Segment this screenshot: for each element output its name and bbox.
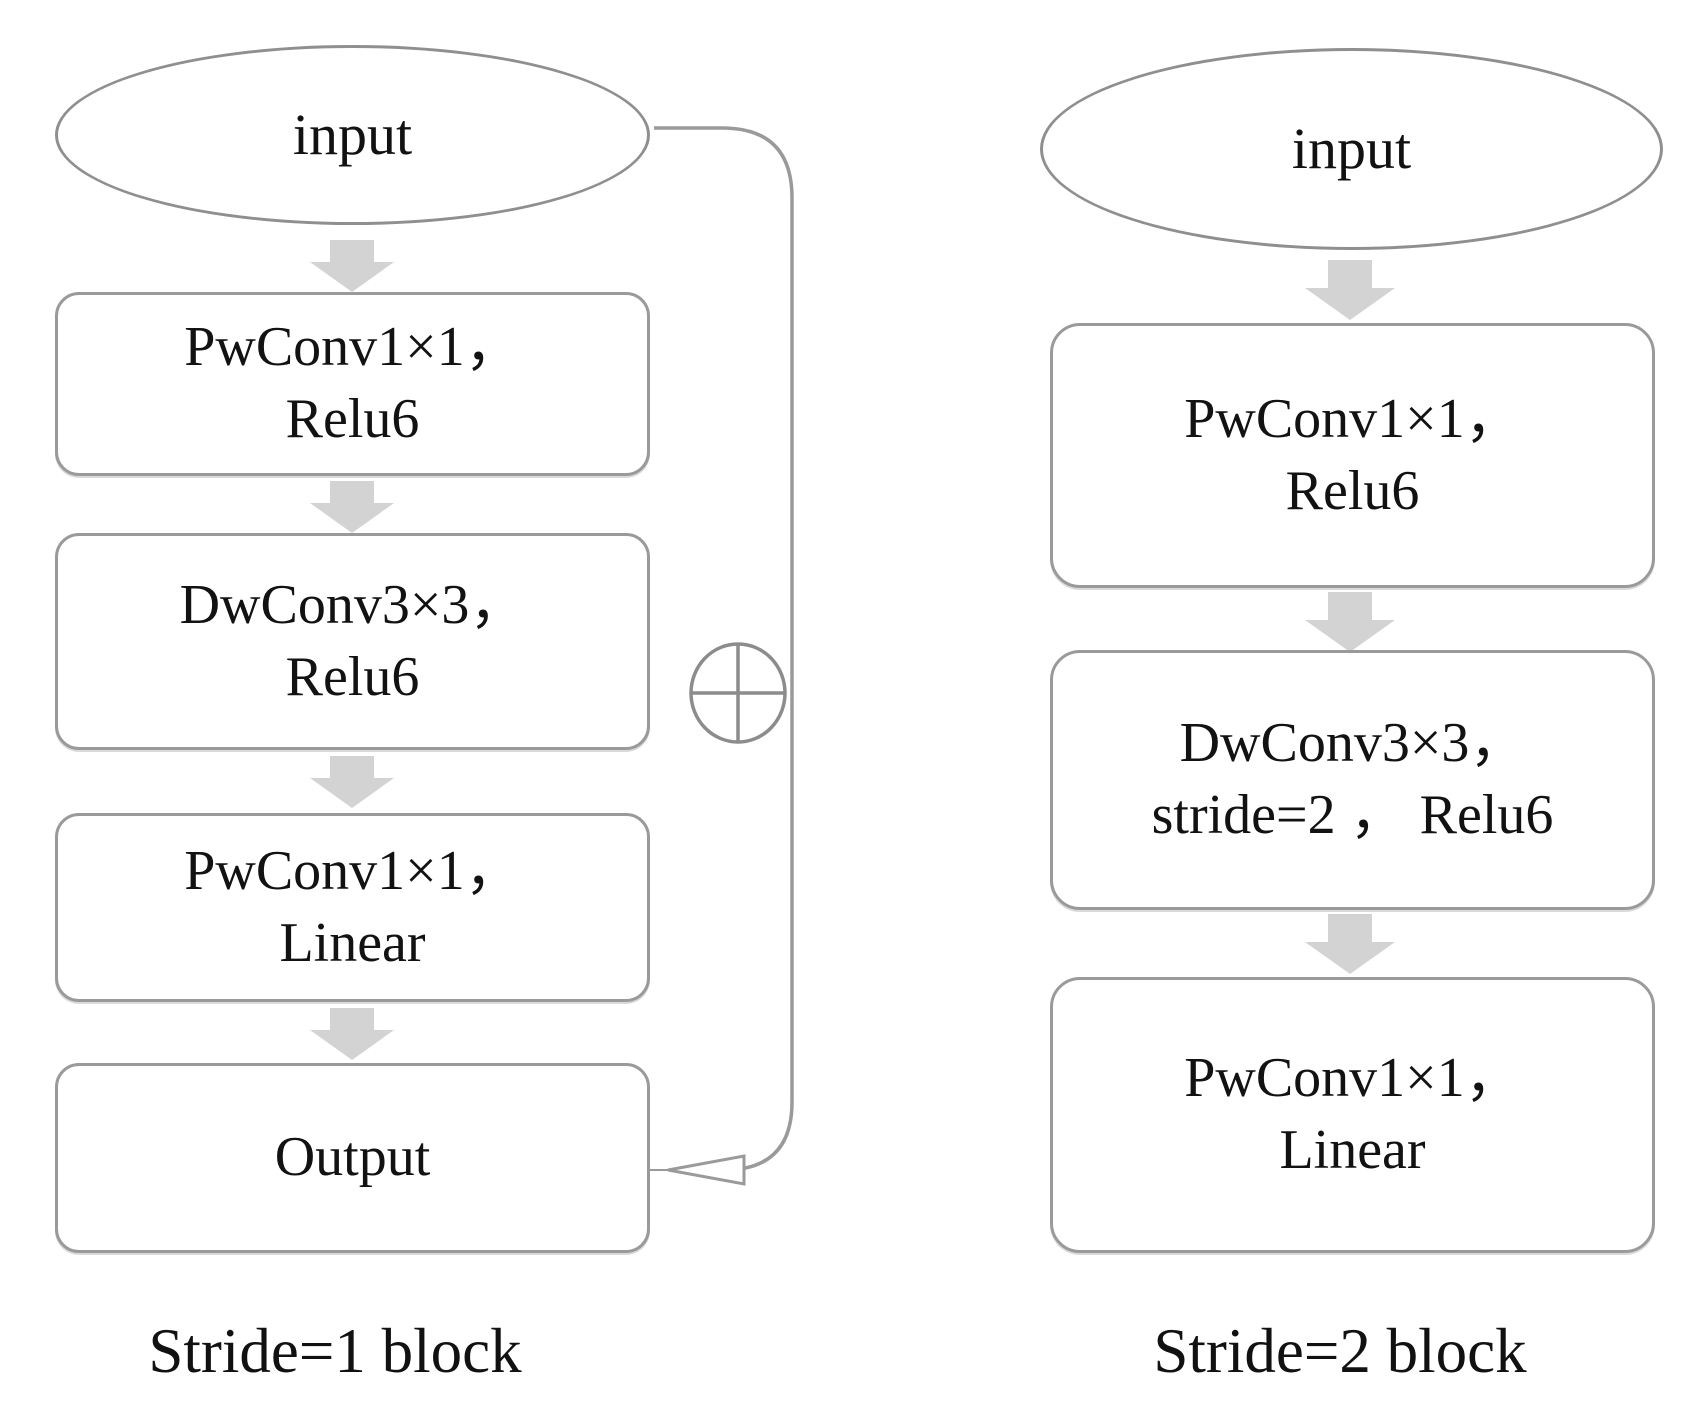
right-node-pwconv-linear: PwConv1×1， Linear (1050, 977, 1655, 1253)
left-input-label: input (292, 101, 413, 167)
skip-connection-line (654, 126, 794, 1172)
open-left-arrowhead-icon (667, 1154, 746, 1186)
node-label-line: Linear (279, 911, 426, 974)
down-block-arrow-icon (310, 481, 394, 533)
node-label-line: DwConv3×3， (1179, 712, 1526, 775)
left-caption: Stride=1 block (148, 1316, 522, 1386)
node-label-line: Relu6 (1285, 459, 1420, 522)
node-label-line: PwConv1×1， (184, 316, 521, 379)
circled-plus-icon (689, 642, 787, 744)
down-block-arrow-icon (1305, 592, 1395, 652)
down-block-arrow-icon (310, 240, 394, 292)
right-node-pwconv-expand: PwConv1×1， Relu6 (1050, 323, 1655, 588)
node-label-line: PwConv1×1， (1184, 1047, 1521, 1110)
left-node-dwconv: DwConv3×3， Relu6 (55, 533, 650, 750)
left-node-pwconv-expand: PwConv1×1， Relu6 (55, 292, 650, 476)
node-label-line: DwConv3×3， (179, 573, 526, 636)
node-label-line: Relu6 (285, 388, 420, 450)
node-label-line: Linear (1279, 1119, 1426, 1181)
down-block-arrow-icon (310, 756, 394, 808)
right-caption: Stride=2 block (1153, 1316, 1527, 1386)
down-block-arrow-icon (1305, 260, 1395, 320)
node-label-line: Relu6 (285, 645, 420, 708)
node-label-line: PwConv1×1， (184, 839, 521, 902)
down-block-arrow-icon (1305, 914, 1395, 974)
right-input-ellipse: input (1040, 48, 1663, 250)
node-label-line: Output (274, 1126, 431, 1189)
left-node-pwconv-linear: PwConv1×1， Linear (55, 813, 650, 1002)
node-label-line: stride=2 ， Relu6 (1151, 784, 1554, 846)
left-input-ellipse: input (55, 45, 650, 225)
left-node-output: Output (55, 1063, 650, 1253)
down-block-arrow-icon (310, 1008, 394, 1060)
right-input-label: input (1291, 115, 1412, 181)
right-node-dwconv-stride2: DwConv3×3， stride=2 ， Relu6 (1050, 650, 1655, 910)
node-label-line: PwConv1×1， (1184, 387, 1521, 450)
